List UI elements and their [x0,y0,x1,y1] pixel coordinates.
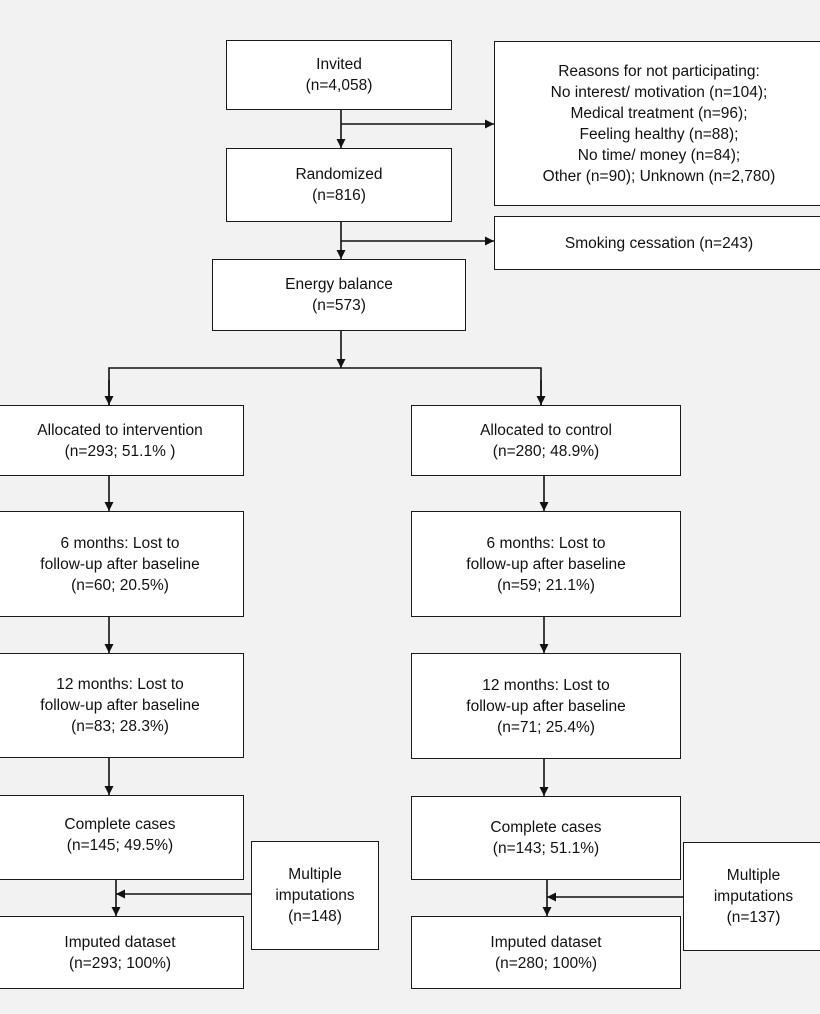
intervention-imputed-title: Imputed dataset [64,933,176,951]
invited-count: (n=4,058) [305,77,373,94]
invited-box: Invited (n=4,058) [226,40,452,110]
control-lost6-count: (n=59; 21.1%) [497,576,595,594]
reason-item: Medical treatment (n=96); [570,104,748,122]
intervention-complete-title: Complete cases [64,816,176,833]
intervention-imputations-line2: imputations [275,887,355,904]
invited-title: Invited [316,56,362,73]
intervention-lost6-line2: follow-up after baseline [40,555,200,573]
control-lost12-line1: 12 months: Lost to [482,676,610,694]
randomized-title: Randomized [295,166,383,183]
control-imputations-line1: Multiple [726,867,781,884]
control-allocated-count: (n=280; 48.9%) [492,442,600,460]
reasons-heading: Reasons for not participating: [558,62,760,80]
energy-title: Energy balance [285,276,393,293]
control-lost12-count: (n=71; 25.4%) [497,718,595,736]
intervention-lost12-line1: 12 months: Lost to [56,676,184,693]
intervention-allocated-title: Allocated to intervention [37,421,203,439]
intervention-allocated-count: (n=293; 51.1% ) [64,442,176,460]
intervention-imputed-count: (n=293; 100%) [68,954,172,972]
control-allocated-title: Allocated to control [480,421,612,439]
control-lost6-line2: follow-up after baseline [466,555,626,573]
smoking-box: Smoking cessation (n=243) [494,216,820,270]
control-lost12-box: 12 months: Lost to follow-up after basel… [411,653,681,759]
intervention-lost6-box: 6 months: Lost to follow-up after baseli… [0,511,244,617]
control-complete-title: Complete cases [490,819,602,836]
intervention-complete-count: (n=145; 49.5%) [66,837,174,854]
control-allocated-box: Allocated to control (n=280; 48.9%) [411,405,681,476]
intervention-lost6-line1: 6 months: Lost to [60,534,180,552]
intervention-complete-box: Complete cases (n=145; 49.5%) [0,795,244,880]
branch-line [108,367,542,405]
randomized-box: Randomized (n=816) [226,148,452,222]
control-imputed-title: Imputed dataset [490,933,602,951]
control-complete-count: (n=143; 51.1%) [492,840,600,857]
smoking-label: Smoking cessation (n=243) [564,234,754,252]
control-imputed-box: Imputed dataset (n=280; 100%) [411,916,681,989]
control-lost6-line1: 6 months: Lost to [486,534,606,552]
reasons-box: Reasons for not participating: No intere… [494,41,820,206]
intervention-lost12-count: (n=83; 28.3%) [71,718,169,735]
reason-item: Other (n=90); Unknown (n=2,780) [542,167,776,185]
energy-count: (n=573) [312,297,366,314]
energy-box: Energy balance (n=573) [212,259,466,331]
control-lost6-box: 6 months: Lost to follow-up after baseli… [411,511,681,617]
intervention-lost12-box: 12 months: Lost to follow-up after basel… [0,653,244,758]
control-imputations-line2: imputations [713,888,794,905]
control-complete-box: Complete cases (n=143; 51.1%) [411,796,681,880]
intervention-lost12-line2: follow-up after baseline [40,697,200,714]
reason-item: Feeling healthy (n=88); [579,125,739,143]
intervention-lost6-count: (n=60; 20.5%) [71,576,169,594]
control-imputed-count: (n=280; 100%) [494,954,598,972]
reason-item: No interest/ motivation (n=104); [550,83,768,101]
reason-item: No time/ money (n=84); [577,146,741,164]
control-imputations-count: (n=137) [726,909,781,926]
control-imputations-box: Multiple imputations (n=137) [683,842,820,951]
intervention-imputations-count: (n=148) [288,908,342,925]
control-lost12-line2: follow-up after baseline [466,697,626,715]
intervention-imputations-line1: Multiple [288,866,342,883]
intervention-allocated-box: Allocated to intervention (n=293; 51.1% … [0,405,244,476]
randomized-count: (n=816) [312,187,366,204]
intervention-imputed-box: Imputed dataset (n=293; 100%) [0,916,244,989]
intervention-imputations-box: Multiple imputations (n=148) [251,841,379,950]
